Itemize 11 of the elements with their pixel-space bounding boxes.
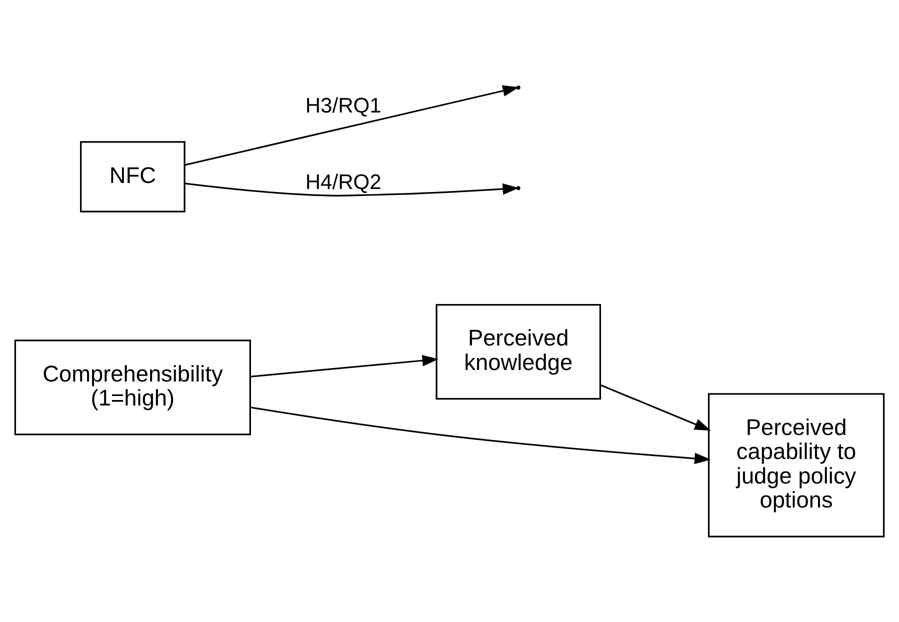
node-box: Comprehensibility (1=high) (14, 339, 251, 435)
arrow (250, 406, 711, 464)
edge-label: H4/RQ2 (305, 170, 382, 194)
arrow (184, 84, 519, 166)
arrow (600, 384, 711, 430)
node-box: Perceived knowledge (436, 303, 602, 400)
edge-label: H3/RQ1 (305, 94, 382, 118)
arrow (184, 182, 519, 196)
arrow (250, 354, 439, 377)
node-box: Perceived capability to judge policy options (708, 392, 885, 537)
node-box: NFC (80, 140, 186, 212)
